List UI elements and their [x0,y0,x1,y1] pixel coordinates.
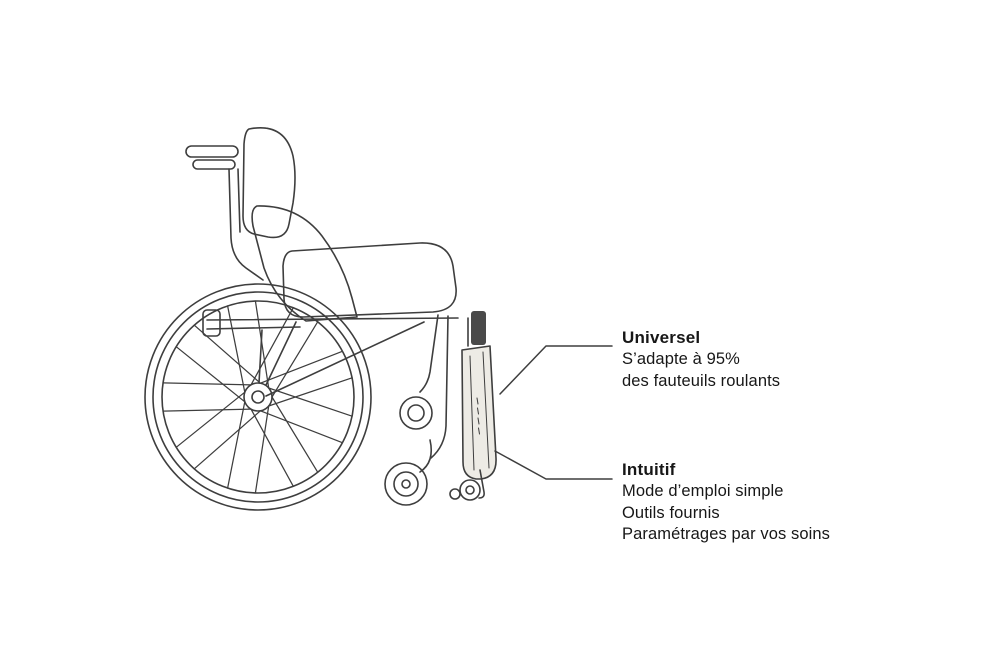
device-drive-wheel-hub [465,485,475,495]
rear-wheel-spokes [162,300,353,494]
device-housing-seam-left [469,355,475,471]
callout-leader-lines [494,345,613,480]
anti-tip-wheel-outer [399,396,433,430]
wheel-hub-outer [243,382,273,412]
caster-wheel-inner [393,471,419,497]
backrest-cane-front [237,168,241,233]
hand-rim [161,300,355,494]
backrest-cane-rear [228,168,264,281]
callout-intuitif-title: Intuitif [622,460,676,479]
rear-wheel [144,283,372,511]
front-casters [384,396,433,506]
rear-tire-inner [152,291,364,503]
caster-wheel-hub [401,479,411,489]
seat-cushion [282,242,457,318]
push-handle-top [185,145,239,158]
frame-clamp [202,309,221,337]
wheel-hub-inner [251,390,265,404]
device-mount-bracket [471,311,486,345]
frame-rail-top [206,317,459,321]
frame [202,309,459,459]
callout-intuitif-line-1: Mode d’emploi simple [622,482,784,500]
caster-down-tube [430,315,449,459]
leader-line-intuitif [494,450,613,480]
anti-tip-wheel-inner [407,404,425,422]
power-add-on-device [449,311,497,501]
callout-intuitif-line-3: Paramétrages par vos soins [622,525,831,543]
device-housing-seam-right [482,351,490,469]
push-handles [185,145,239,170]
seat-post-rear [258,329,263,384]
callout-intuitif: Intuitif Mode d’emploi simple Outils fou… [622,459,830,546]
callout-intuitif-line-2: Outils fournis [622,503,720,522]
device-housing [461,345,497,480]
callout-universel-line-1: S’adapte à 95% [622,350,740,368]
frame-diagonal [265,321,425,397]
push-handle-bottom [192,159,236,170]
headrest [242,127,296,239]
device-front-roller [449,488,461,500]
callout-universel-title: Universel [622,328,701,347]
device-lower-arm [478,469,485,499]
callout-universel: Universel S’adapte à 95% des fauteuils r… [622,327,780,392]
frame-rail-lower [206,326,301,330]
backrest-cushion [251,205,358,322]
caster-fork [419,439,433,473]
wheelchair-drawing [144,127,497,511]
rear-tire-outer [144,283,372,511]
front-down-tube [419,314,439,393]
callout-universel-line-2: des fauteuils roulants [622,371,781,390]
device-label-marks [476,397,480,435]
device-drive-wheel-outer [459,479,481,501]
leader-line-universel [499,345,613,395]
seat-post-diagonal [265,321,297,386]
caster-wheel-outer [384,462,428,506]
